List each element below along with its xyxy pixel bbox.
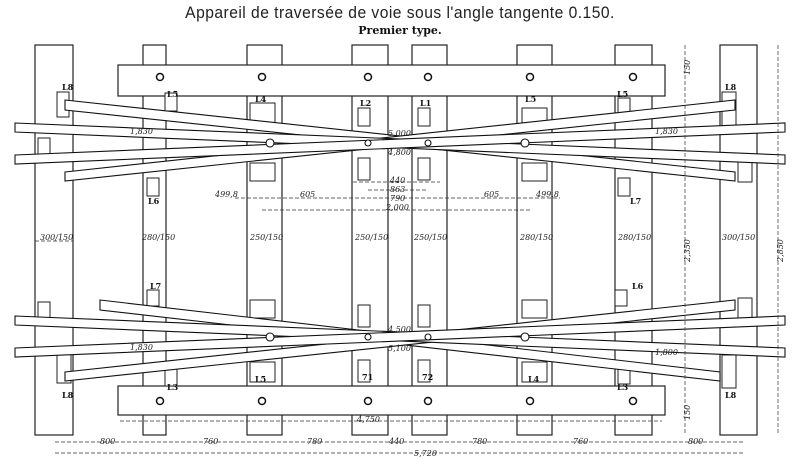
plate-label: L7	[150, 281, 161, 291]
dimension-label: 2,850	[776, 239, 785, 263]
plate-label: 71	[362, 372, 373, 382]
radius-label: 1,830	[130, 127, 153, 136]
tie-dimension-label: 300/150	[722, 233, 755, 242]
center-label: 5,100	[388, 344, 411, 353]
plate-label: L8	[725, 82, 737, 92]
dimension-label: 150	[683, 60, 692, 75]
dimension-label: 4,750	[356, 415, 380, 424]
dimension-label: 150	[683, 405, 692, 420]
plate-label: L1	[420, 98, 431, 108]
dimension-label: 780	[307, 437, 322, 446]
plate-label: L2	[360, 98, 371, 108]
dimension-label: 780	[472, 437, 487, 446]
dimension-label: 800	[688, 437, 703, 446]
tie-dimension-label: 280/150	[141, 233, 175, 242]
drawing-subtitle: Premier type.	[358, 24, 442, 37]
plate-label: L3	[617, 382, 629, 392]
dimension-label: 5,720	[414, 449, 437, 458]
dimension-label: 863	[390, 185, 405, 194]
dimension-label: 605	[484, 190, 499, 199]
tie-dimension-label: 300/150	[40, 233, 73, 242]
dimension-label: 2,000	[385, 203, 409, 212]
dimension-label: 760	[573, 437, 588, 446]
rail-plates	[37, 91, 753, 389]
dimension-label: 2,350	[683, 239, 692, 263]
plate-label: L4	[528, 374, 540, 384]
plate-label: L6	[148, 196, 160, 206]
plate-label: L8	[62, 82, 74, 92]
lower-crossing-rails	[14, 299, 786, 382]
tie-dimension-label: 250/150	[249, 233, 283, 242]
drawing-title: Appareil de traversée de voie sous l'ang…	[185, 3, 615, 22]
plate-label: L8	[725, 390, 737, 400]
radius-label: 1,830	[130, 343, 153, 352]
plate-label: L3	[167, 382, 179, 392]
bolts	[155, 72, 638, 406]
dimension-label: 440	[389, 176, 405, 185]
upper-crossing-rails	[14, 99, 786, 182]
plate-labels: L8 L5 L4 L2 L1 L5 L5 L8 L6 L7 L7 L6 L8 L…	[62, 82, 737, 400]
middle-dimensions: 499,8 605 440 863 790 2,000 605 499,8	[214, 176, 560, 212]
right-dimensions: 150 150 2,350 2,850	[683, 45, 785, 435]
tie-dimension-label: 250/150	[354, 233, 388, 242]
center-label: 4,800	[387, 148, 411, 157]
center-label: 4,500	[387, 325, 411, 334]
dimension-label: 800	[100, 437, 115, 446]
dimension-label: 499,8	[214, 190, 238, 199]
dimension-label: 499,8	[535, 190, 559, 199]
plate-label: L8	[62, 390, 74, 400]
plate-label: L6	[632, 281, 644, 291]
tie-dimensions: 300/150 280/150 250/150 250/150 250/150 …	[35, 233, 755, 242]
plate-label: L5	[617, 89, 628, 99]
dimension-label: 440	[388, 437, 404, 446]
plate-label: L4	[255, 94, 267, 104]
plank-bottom	[117, 385, 666, 416]
radius-label: 1,800	[655, 348, 678, 357]
rail	[14, 122, 786, 165]
tie-dimension-label: 250/150	[413, 233, 447, 242]
plate-label: L5	[525, 94, 536, 104]
plate-label: L7	[630, 196, 641, 206]
dimension-label: 760	[203, 437, 218, 446]
plate-label: L5	[167, 89, 178, 99]
radius-label: 1,830	[655, 127, 678, 136]
tie-dimension-label: 280/150	[617, 233, 651, 242]
center-label: 5,000	[388, 129, 411, 138]
tie-dimension-label: 280/150	[519, 233, 553, 242]
plate-label: L5	[255, 374, 266, 384]
dimension-label: 605	[300, 190, 315, 199]
rail	[14, 315, 786, 358]
dimension-label: 790	[390, 194, 405, 203]
sleeper	[142, 44, 167, 436]
plate-label: 72	[422, 372, 433, 382]
bottom-dimensions: 4,750 800 760 780 440 780 760 800 5,720	[55, 415, 745, 458]
plank-top	[117, 64, 666, 97]
